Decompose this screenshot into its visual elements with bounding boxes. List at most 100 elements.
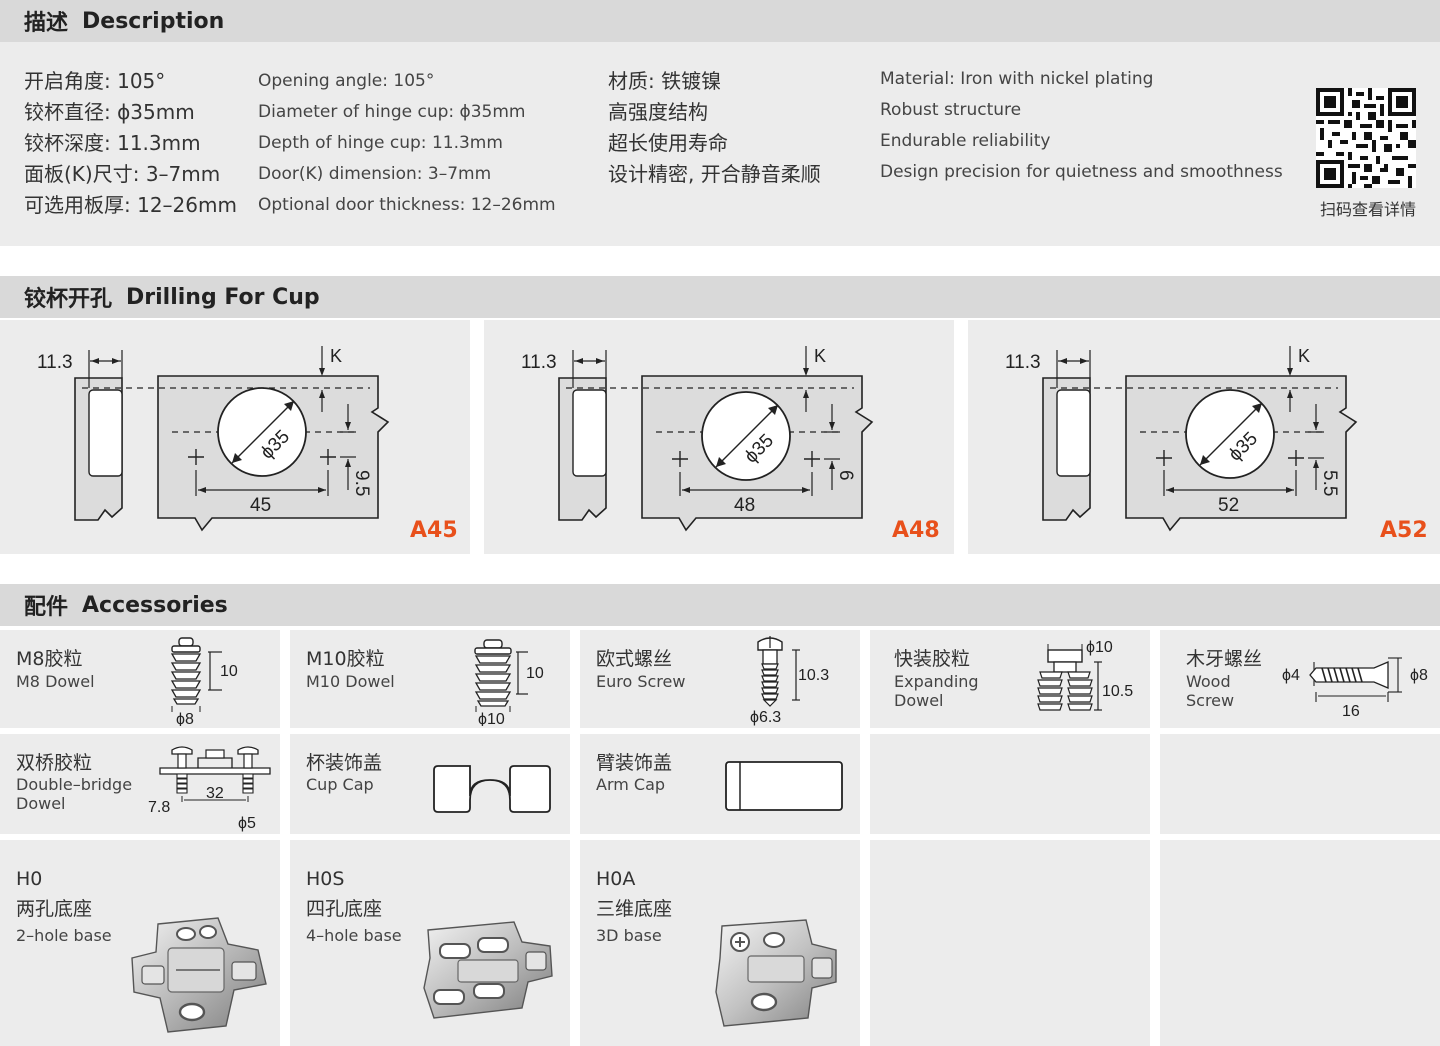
accessory-name-cn: 杯装饰盖 — [306, 752, 383, 774]
feature-durable-en: Endurable reliability — [880, 131, 1051, 151]
accessory-m10-dowel: M10胶粒 M10 Dowel 10 ϕ10 — [290, 630, 570, 728]
cup-depth-label: 11.3 — [1005, 352, 1041, 373]
base-code: H0S — [306, 868, 345, 890]
dowel-icon: 10 ϕ8 — [170, 637, 238, 726]
accessory-euro-screw: 欧式螺丝 Euro Screw 10.3 ϕ6.3 — [580, 630, 860, 728]
screw-length-label: 10.3 — [798, 667, 829, 684]
bridge-spacing-label: 32 — [206, 785, 224, 802]
dowel-length-label: 10 — [220, 663, 238, 680]
screw-icon: 10.3 ϕ6.3 — [750, 636, 829, 726]
dowel-icon: 10 ϕ10 — [474, 639, 544, 726]
feature-material-cn: 材质: 铁镀镍 — [608, 69, 722, 93]
accessory-name-en: Cup Cap — [306, 775, 374, 794]
accessory-name-en: Arm Cap — [596, 775, 666, 794]
accessories-header: 配件 Accessories — [0, 584, 1440, 626]
cup-cap-icon — [433, 765, 551, 813]
accessory-name-cn: 欧式螺丝 — [596, 648, 673, 670]
base-name-cn: 四孔底座 — [306, 898, 383, 920]
accessories-title-cn: 配件 — [24, 595, 69, 620]
accessory-empty-cell — [870, 840, 1150, 1046]
accessory-m8-dowel: M8胶粒 M8 Dowel 10 ϕ8 — [0, 630, 280, 728]
wood-screw-length-label: 16 — [1342, 703, 1360, 720]
base-name-en: 3D base — [596, 926, 662, 945]
base-name-en: 2–hole base — [16, 926, 112, 945]
base-h0s: H0S 四孔底座 4–hole base — [290, 840, 570, 1046]
accessory-name-en: M8 Dowel — [16, 672, 95, 691]
feature-material-en: Material: Iron with nickel plating — [880, 69, 1154, 89]
drilling-drawing: ϕ35 48 6 K 11.3 — [521, 346, 874, 532]
accessory-arm-cap: 臂装饰盖 Arm Cap — [580, 734, 860, 834]
accessory-name-en: Double–bridge Dowel — [16, 775, 133, 813]
bridge-offset-label: 7.8 — [148, 799, 170, 816]
accessory-name-en: Wood Screw — [1186, 672, 1235, 710]
accessory-name-cn: 双桥胶粒 — [16, 752, 93, 774]
drilling-diagram-a48: ϕ35 48 6 K 11.3 A48 — [484, 320, 954, 554]
description-panel — [0, 42, 1440, 246]
feature-durable-cn: 超长使用寿命 — [608, 131, 728, 155]
offset-label: 9.5 — [351, 470, 372, 496]
drilling-code-a45: A45 — [410, 518, 458, 543]
accessory-wood-screw: 木牙螺丝 Wood Screw ϕ4 ϕ8 16 — [1160, 630, 1440, 728]
qr-code-label: 扫码查看详情 — [1319, 200, 1416, 219]
feature-precision-cn: 设计精密, 开合静音柔顺 — [608, 162, 821, 186]
k-label: K — [814, 346, 826, 366]
drilling-title-cn: 铰杯开孔 — [24, 287, 113, 312]
accessory-empty-cell — [1160, 840, 1440, 1046]
base-code: H0 — [16, 868, 43, 890]
accessory-name-cn: 木牙螺丝 — [1186, 648, 1263, 670]
3d-base-icon — [715, 919, 837, 1027]
two-hole-base-icon — [131, 917, 267, 1033]
spec-cup-diameter-cn: 铰杯直径: ϕ35mm — [24, 100, 195, 124]
spec-list-en: Opening angle: 105° Diameter of hinge cu… — [258, 66, 556, 221]
k-label: K — [330, 346, 342, 366]
spec-cup-depth-cn: 铰杯深度: 11.3mm — [24, 131, 201, 155]
wood-screw-head-label: ϕ8 — [1410, 667, 1428, 684]
drilling-diagram-a45: ϕ35 45 9.5 K 11.3 A45 — [0, 320, 470, 554]
spec-cup-diameter-en: Diameter of hinge cup: ϕ35mm — [258, 102, 526, 122]
expanding-dowel-diameter-label: ϕ10 — [1086, 639, 1113, 656]
drilling-drawing: ϕ35 45 9.5 K 11.3 — [37, 346, 390, 532]
spec-door-thickness-cn: 可选用板厚: 12–26mm — [24, 193, 237, 217]
drilling-drawing: ϕ35 52 5.5 K 11.3 — [1005, 346, 1358, 532]
drilling-header: 铰杯开孔 Drilling For Cup — [0, 276, 1440, 318]
k-label: K — [1298, 346, 1310, 366]
arm-cap-icon — [725, 761, 843, 811]
dowel-diameter-label: ϕ10 — [478, 711, 505, 726]
base-name-cn: 两孔底座 — [16, 898, 93, 920]
spec-opening-angle-cn: 开启角度: 105° — [24, 69, 166, 93]
cup-depth-label: 11.3 — [521, 352, 557, 373]
spec-opening-angle-en: Opening angle: 105° — [258, 71, 435, 91]
accessory-name-en: Euro Screw — [596, 672, 686, 691]
accessory-name-en: Expanding Dowel — [894, 672, 979, 710]
bridge-diameter-label: ϕ5 — [238, 815, 256, 832]
expanding-dowel-length-label: 10.5 — [1102, 683, 1133, 700]
accessory-name-cn: M10胶粒 — [306, 648, 385, 670]
screw-diameter-label: ϕ6.3 — [750, 709, 781, 726]
base-h0a: H0A 三维底座 3D base — [580, 840, 860, 1046]
cup-depth-label: 11.3 — [37, 352, 73, 373]
feature-list-cn: 材质: 铁镀镍 高强度结构 超长使用寿命 设计精密, 开合静音柔顺 — [608, 66, 821, 190]
feature-precision-en: Design precision for quietness and smoot… — [880, 162, 1283, 182]
accessory-name-cn: 快装胶粒 — [894, 648, 971, 670]
spec-door-k-en: Door(K) dimension: 3–7mm — [258, 164, 492, 184]
description-header: 描述 Description — [0, 0, 1440, 42]
feature-robust-en: Robust structure — [880, 100, 1022, 120]
cup-hole — [217, 387, 307, 477]
accessory-name-cn: M8胶粒 — [16, 648, 83, 670]
accessory-name-en: M10 Dowel — [306, 672, 395, 691]
wood-screw-icon: ϕ4 ϕ8 16 — [1282, 657, 1428, 720]
accessory-double-bridge-dowel: 双桥胶粒 Double–bridge Dowel 32 7.8 ϕ5 — [0, 734, 280, 834]
hole-distance-label: 48 — [734, 495, 755, 516]
base-h0: H0 两孔底座 2–hole base — [0, 840, 280, 1046]
description-title-en: Description — [82, 8, 225, 34]
spec-door-k-cn: 面板(K)尺寸: 3–7mm — [24, 162, 221, 186]
four-hole-base-icon — [423, 921, 553, 1019]
spec-door-thickness-en: Optional door thickness: 12–26mm — [258, 195, 556, 215]
offset-label: 5.5 — [1319, 470, 1340, 496]
qr-code-icon[interactable] — [1316, 88, 1416, 188]
spec-list-cn: 开启角度: 105° 铰杯直径: ϕ35mm 铰杯深度: 11.3mm 面板(K… — [24, 66, 237, 221]
dowel-diameter-label: ϕ8 — [176, 711, 194, 726]
drilling-title-en: Drilling For Cup — [126, 284, 320, 310]
dowel-length-label: 10 — [526, 665, 544, 682]
expanding-dowel-icon: ϕ10 10.5 — [1037, 639, 1133, 711]
